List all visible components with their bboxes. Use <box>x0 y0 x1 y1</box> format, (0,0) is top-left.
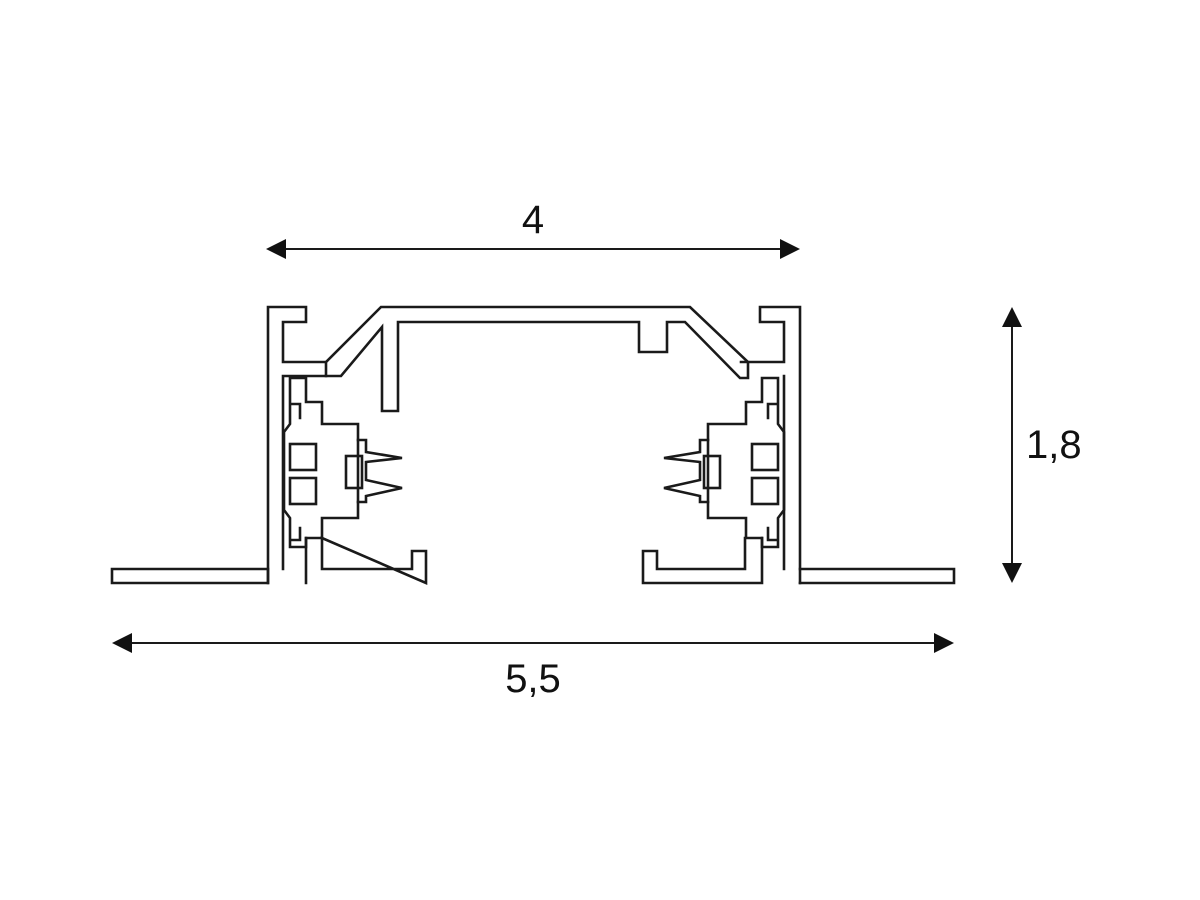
left-inner-wall <box>304 536 428 585</box>
arrow-down-icon <box>1002 563 1022 583</box>
track-profile <box>110 305 956 585</box>
arrow-up-icon <box>1002 307 1022 327</box>
total-width-label: 5,5 <box>505 657 561 701</box>
arrow-right-icon <box>780 239 800 259</box>
right-inner-wall <box>641 374 786 585</box>
arrow-left-icon <box>266 239 286 259</box>
height-label: 1,8 <box>1026 423 1082 467</box>
right-outer-wall <box>739 305 802 585</box>
left-outer-wall <box>266 305 328 585</box>
top-width-label: 4 <box>522 198 544 242</box>
dimension-total-width: 5,5 <box>112 633 954 701</box>
dimension-height: 1,8 <box>1002 307 1082 583</box>
right-flange <box>798 567 956 585</box>
right-conductor-carrier <box>663 376 786 549</box>
arrow-right-icon <box>934 633 954 653</box>
left-flange <box>110 567 270 585</box>
arrow-left-icon <box>112 633 132 653</box>
dimension-top-width: 4 <box>266 198 800 259</box>
left-conductor-carrier <box>282 376 403 549</box>
top-cover <box>324 305 750 413</box>
